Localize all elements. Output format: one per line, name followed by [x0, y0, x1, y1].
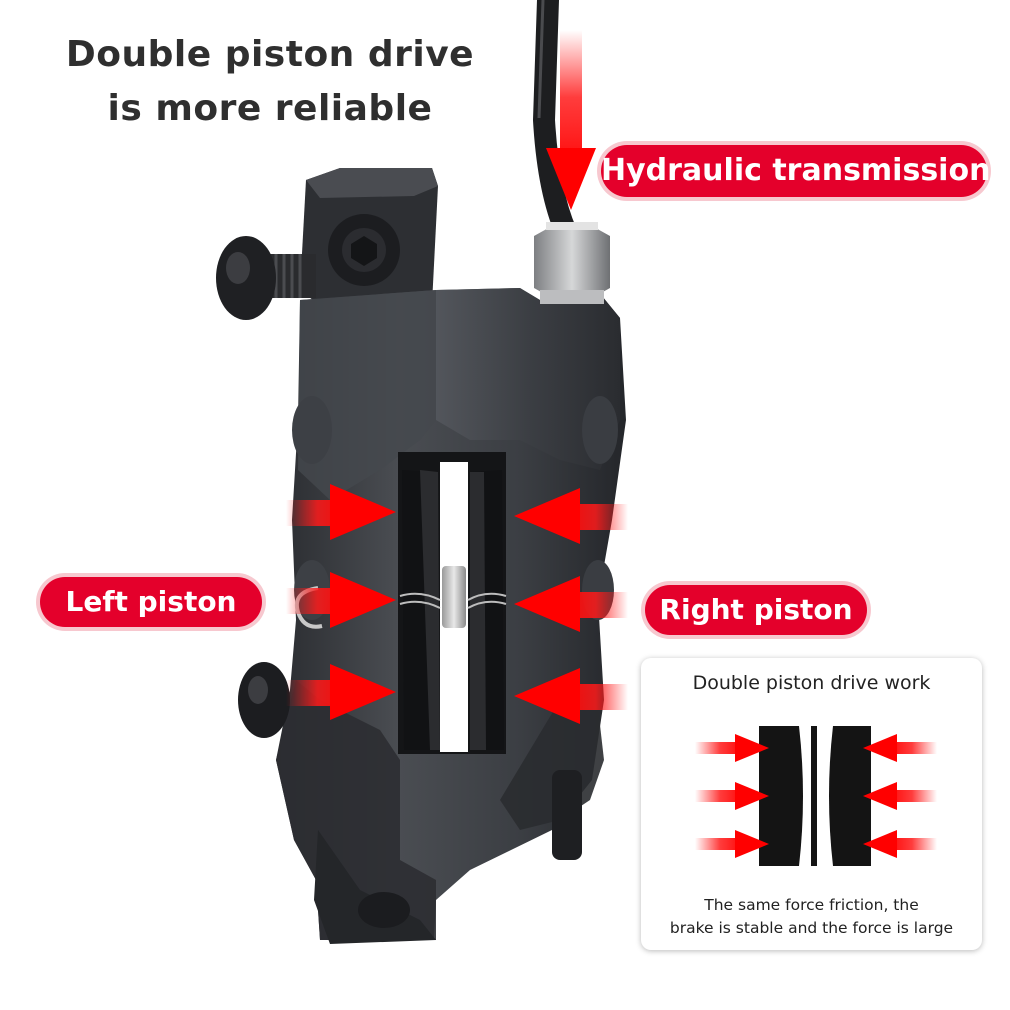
- inset-caption: The same force friction, the brake is st…: [641, 894, 982, 940]
- caliper-body: [276, 288, 626, 940]
- hose-fitting-nut: [534, 222, 610, 304]
- callout-right-piston: Right piston: [645, 585, 867, 635]
- inset-piston-diagram: [695, 726, 937, 866]
- headline-line-2: is more reliable: [107, 88, 433, 129]
- inset-arrows-right: [863, 734, 937, 858]
- brake-pad-slot: [398, 452, 507, 754]
- mount-bracket: [300, 168, 438, 304]
- mounting-bolt-bottom: [238, 662, 582, 860]
- hydraulic-arrow-icon: [546, 30, 596, 210]
- inset-right-pad: [829, 726, 871, 866]
- piston-force-arrows-left: [286, 484, 396, 720]
- inset-rotor: [811, 726, 817, 866]
- inset-title: Double piston drive work: [692, 672, 931, 694]
- piston-force-arrows-right: [514, 488, 628, 724]
- hydraulic-hose: [532, 0, 577, 243]
- inset-panel: Double piston drive work: [641, 658, 982, 950]
- lower-bracket: [314, 830, 436, 944]
- callout-hydraulic-transmission: Hydraulic transmission: [601, 145, 990, 197]
- inset-caption-line-2: brake is stable and the force is large: [669, 919, 954, 937]
- headline: Double piston drive is more reliable: [40, 28, 500, 136]
- inset-caption-line-1: The same force friction, the: [704, 896, 919, 914]
- headline-line-1: Double piston drive: [65, 34, 475, 75]
- inset-arrows-left: [695, 734, 769, 858]
- callout-left-piston: Left piston: [40, 577, 262, 627]
- mounting-bolt-top: [216, 236, 316, 320]
- inset-left-pad: [759, 726, 803, 866]
